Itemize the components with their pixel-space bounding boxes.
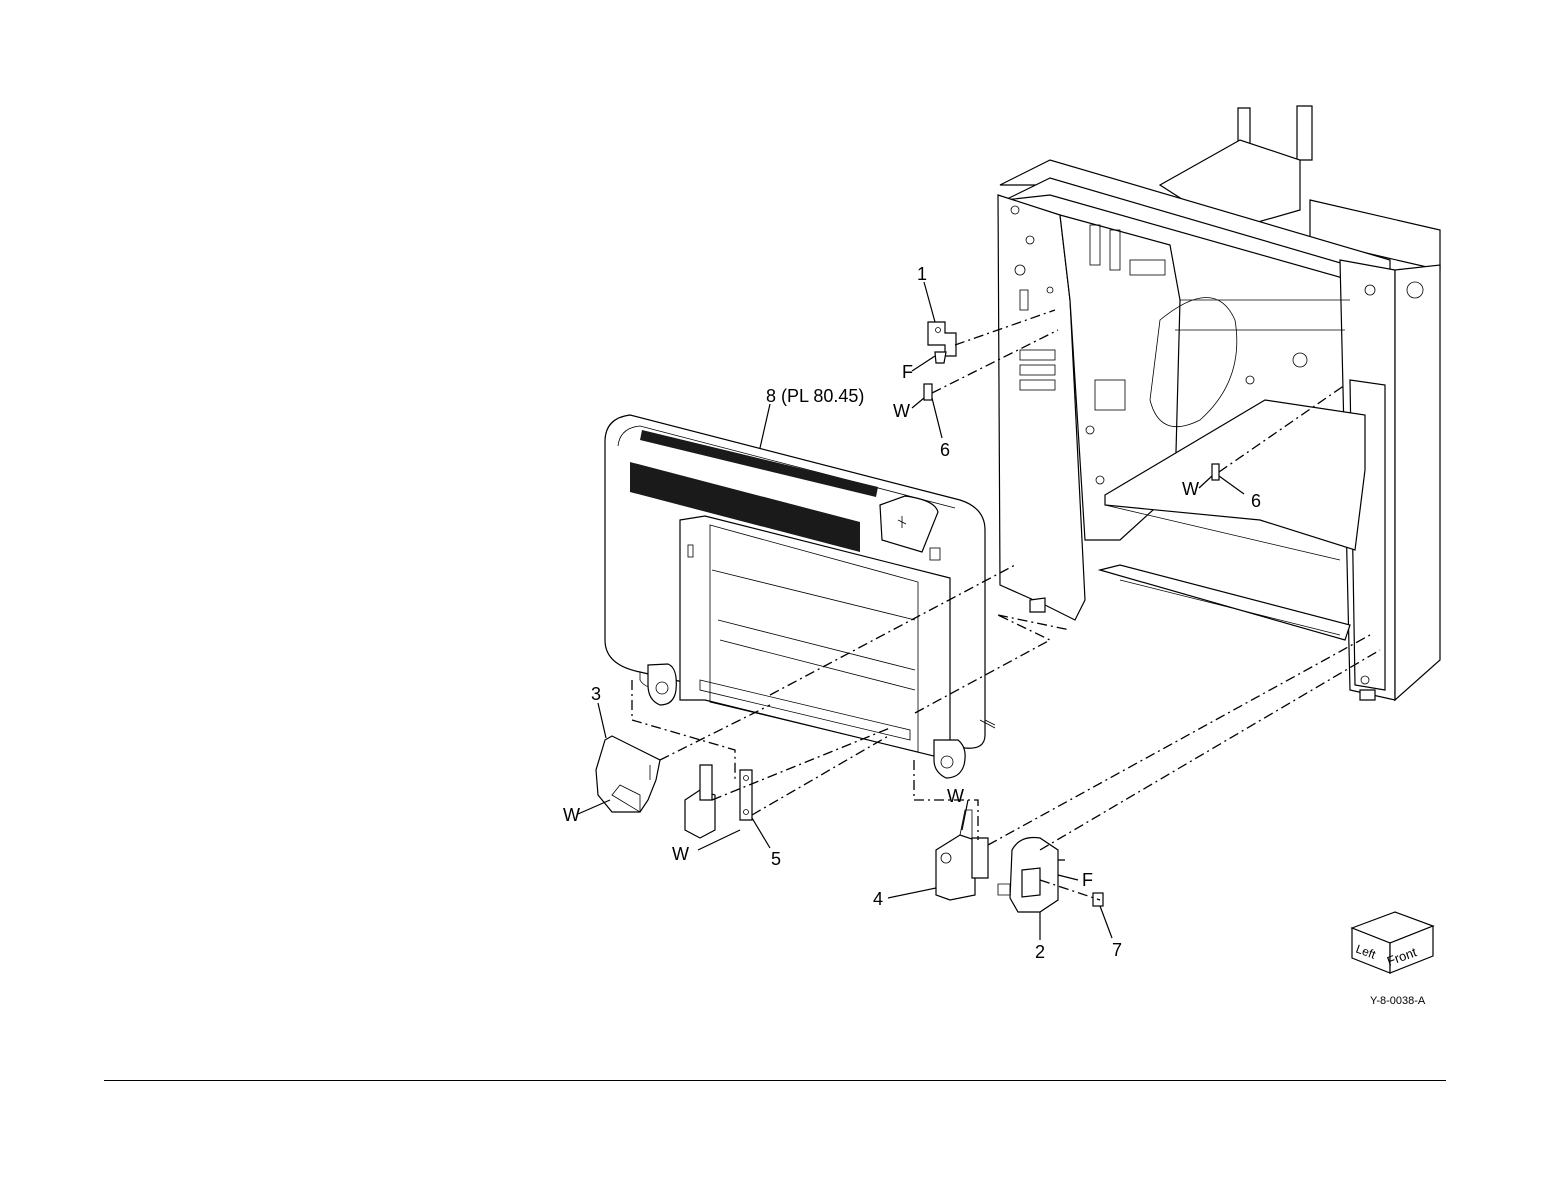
orientation-cube: Left Front [1352,912,1433,973]
part-1-upper-bracket [928,322,956,363]
callout-6-right: 6 [1251,491,1261,511]
callout-6-top: 6 [940,440,950,460]
callout-1: 1 [917,264,927,284]
callout-w-bracket5: W [672,844,689,864]
callout-3: 3 [591,684,601,704]
callout-7: 7 [1112,940,1122,960]
callout-w-hinge4: W [947,786,964,806]
part-5-bracket [685,765,752,838]
machine-frame [998,106,1440,700]
part-2-cover [998,838,1058,913]
callout-4: 4 [873,889,883,909]
callout-w-left: W [563,805,580,825]
part-4-hinge [936,810,988,900]
callout-f-top: F [902,362,913,382]
part-3-cover [596,736,660,812]
callout-8: 8 (PL 80.45) [766,386,864,406]
callout-w-top: W [893,401,910,421]
footer-rule [104,1080,1446,1081]
front-cover [605,415,995,778]
callout-f-right: F [1082,870,1093,890]
callout-5: 5 [771,849,781,869]
part-6-plate-top [924,384,932,400]
callout-w-right: W [1182,479,1199,499]
part-6-plate-right [1212,464,1219,480]
callout-2: 2 [1035,942,1045,962]
figure-id: Y-8-0038-A [1370,995,1426,1007]
